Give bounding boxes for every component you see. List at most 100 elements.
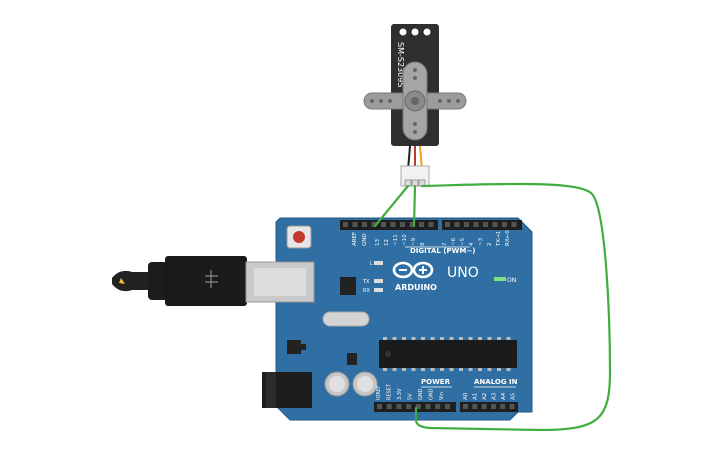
chip-pin [430, 337, 435, 340]
servo-mount-hole-2 [411, 28, 419, 36]
header-hole[interactable] [435, 404, 441, 409]
analog-pin-label: A0 [463, 392, 469, 400]
board-brand: ARDUINO [395, 283, 437, 292]
chip-pin [468, 337, 473, 340]
small-ic [347, 353, 357, 365]
voltage-regulator-tab [298, 344, 306, 350]
chip-pin [478, 337, 482, 340]
header-hole[interactable] [464, 222, 469, 227]
power-header [374, 402, 456, 412]
power-pin-label: RESET [387, 383, 393, 400]
header-hole[interactable] [492, 222, 498, 227]
chip-pin [506, 337, 511, 340]
header-hole[interactable] [473, 222, 479, 227]
header-hole[interactable] [511, 222, 517, 227]
header-hole[interactable] [390, 222, 396, 227]
servo-motor[interactable]: SM-S2309S [363, 24, 467, 146]
chip-pin [421, 337, 425, 340]
led-label-l: L [370, 261, 373, 267]
power-pin-label: Vin [439, 392, 445, 400]
chip-pin [497, 368, 501, 371]
chip-pin [506, 368, 511, 371]
chip-pin [459, 337, 463, 340]
capacitor-2-top [357, 376, 373, 392]
digital-pin-label: 4 [469, 242, 475, 246]
chip-pin [383, 368, 387, 371]
header-hole[interactable] [483, 222, 488, 227]
header-hole[interactable] [409, 222, 415, 227]
logo-right-ring [412, 261, 434, 279]
digital-header-title: DIGITAL (PWM~) [410, 247, 475, 255]
wire-power-to-5v[interactable] [414, 182, 612, 432]
crystal-oscillator [322, 311, 370, 327]
header-hole[interactable] [343, 222, 348, 227]
reset-button-cap[interactable] [293, 231, 305, 243]
chip-pin [392, 337, 397, 340]
chip-pin [478, 368, 482, 371]
analog-pin-label: A2 [482, 393, 488, 400]
chip-pin [487, 337, 492, 340]
horn-hole [413, 122, 417, 126]
digital-pin-label: 2 [487, 243, 493, 247]
chip-pin [402, 368, 406, 371]
chip-notch [385, 351, 391, 357]
header-hole[interactable] [481, 404, 487, 409]
led-tx [374, 279, 383, 283]
dc-jack-edge [266, 372, 276, 408]
arduino-board[interactable] [275, 217, 533, 421]
analog-pin-label: A5 [511, 392, 517, 400]
led-rx [374, 288, 383, 292]
board-model: UNO [447, 265, 479, 281]
wire-signal-to-pin9[interactable] [412, 184, 417, 228]
analog-header-title: ANALOG IN [474, 378, 518, 386]
power-pin-label: 5V [408, 393, 414, 400]
header-hole[interactable] [428, 222, 434, 227]
header-hole[interactable] [490, 404, 496, 409]
header-hole[interactable] [352, 222, 358, 227]
servo-mount-hole-3 [423, 28, 431, 36]
chip-pin [430, 368, 435, 371]
horn-hole [438, 99, 442, 103]
chip-pins [383, 337, 511, 371]
chip-pin [440, 368, 444, 371]
header-hole[interactable] [377, 404, 382, 409]
chip-pin [497, 337, 501, 340]
header-hole[interactable] [371, 222, 377, 227]
horn-hole [388, 99, 392, 103]
header-hole[interactable] [500, 404, 506, 409]
header-hole[interactable] [502, 222, 507, 227]
horn-hole [413, 68, 417, 72]
led-label-rx: RX [363, 288, 370, 294]
power-pin-label: 3.3V [397, 388, 403, 400]
usb-b-port-inner [254, 268, 306, 296]
power-pin-label: GND [429, 388, 435, 400]
horn-hole [456, 99, 460, 103]
analog-pin-label: A4 [501, 392, 507, 400]
header-hole[interactable] [444, 404, 450, 409]
header-hole[interactable] [396, 404, 402, 409]
header-hole[interactable] [472, 404, 478, 409]
header-hole[interactable] [445, 222, 450, 227]
header-hole[interactable] [415, 404, 421, 409]
analog-pin-label: A3 [492, 392, 498, 400]
digital-pin-label: 7 [442, 242, 448, 246]
header-hole[interactable] [362, 222, 367, 227]
header-hole[interactable] [386, 404, 392, 409]
header-hole[interactable] [509, 404, 515, 409]
header-hole[interactable] [419, 222, 424, 227]
header-hole[interactable] [406, 404, 412, 409]
chip-pin [459, 368, 463, 371]
chip-pin [411, 368, 416, 371]
digital-pin-label: ~10 [402, 234, 408, 246]
header-hole[interactable] [381, 222, 386, 227]
wire-ground-to-gnd[interactable] [373, 184, 410, 228]
led-label-tx: TX [362, 279, 370, 285]
header-hole[interactable] [400, 222, 405, 227]
chip-pin [402, 337, 406, 340]
header-hole[interactable] [425, 404, 431, 409]
usb-cable[interactable] [112, 256, 247, 306]
header-hole[interactable] [454, 222, 460, 227]
header-hole[interactable] [463, 404, 468, 409]
